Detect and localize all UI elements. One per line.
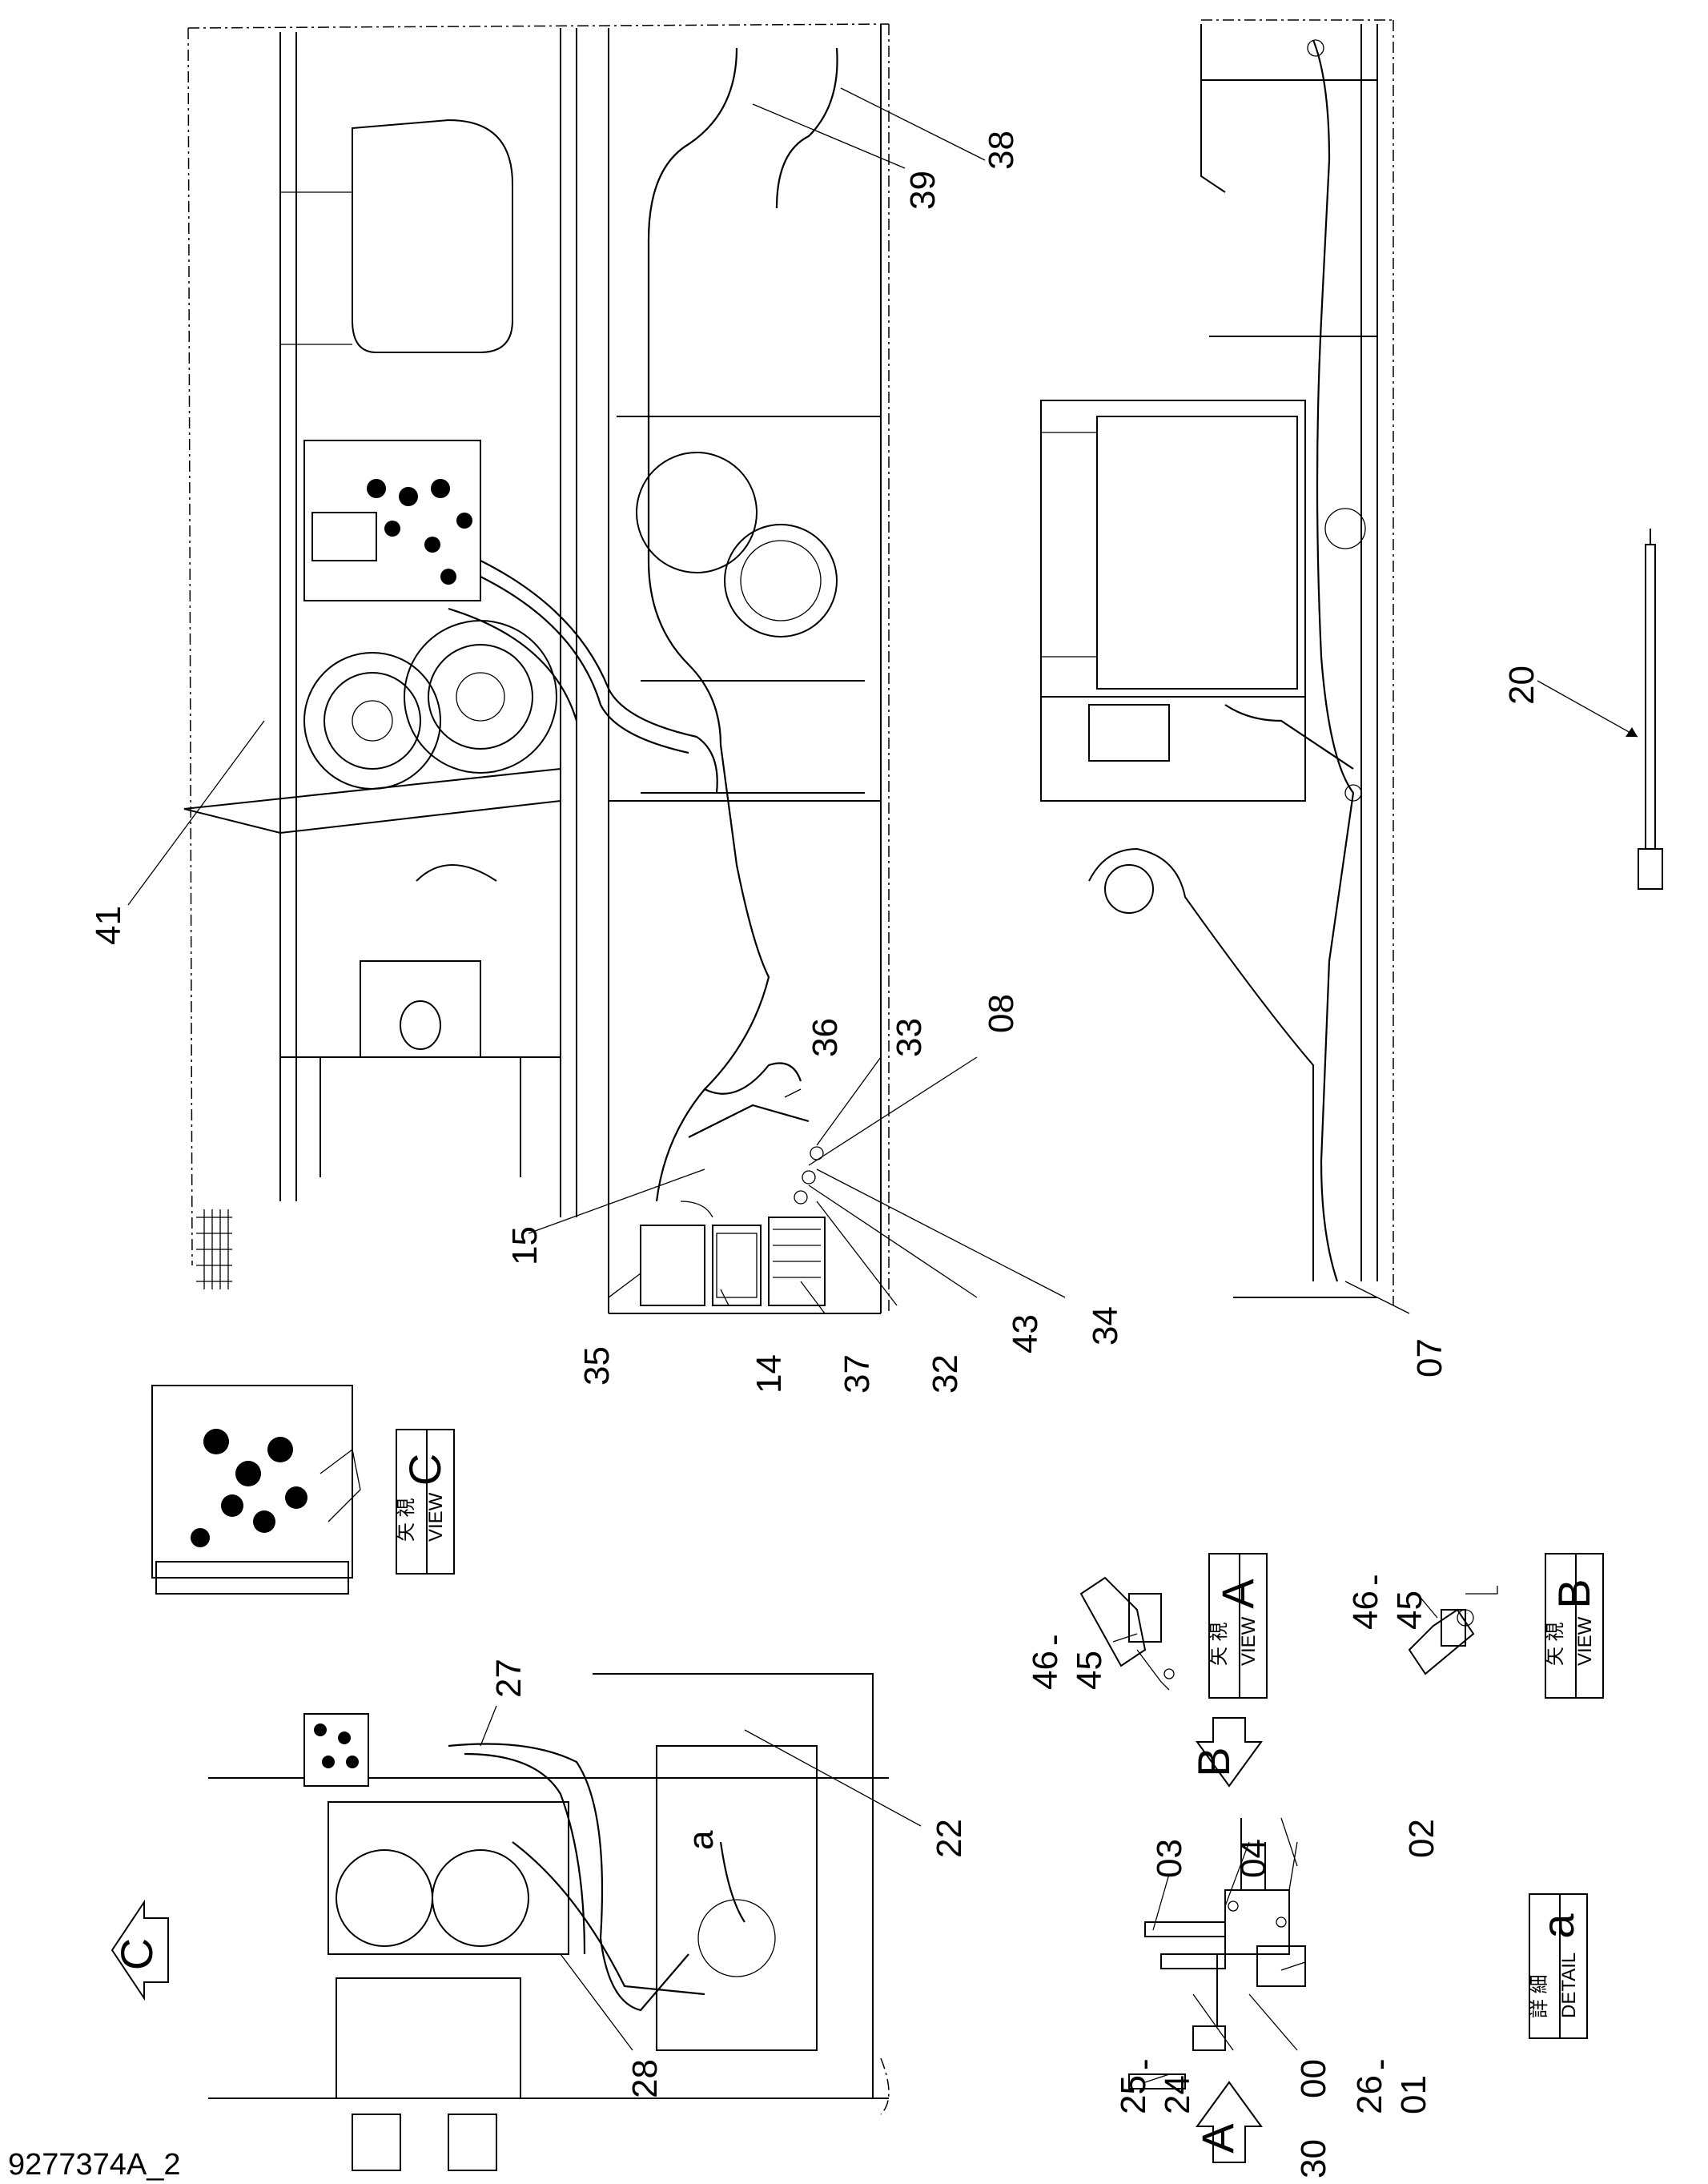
view-a-drawing <box>1079 1576 1175 1691</box>
view-b-callout-46: 46 <box>1346 1591 1385 1630</box>
callout-28: 28 <box>625 2059 665 2098</box>
view-b-en: VIEW <box>1574 1616 1596 1666</box>
view-c-lower-drawing <box>208 1673 890 2171</box>
callout-37: 37 <box>838 1354 877 1394</box>
callout-26-dash: - <box>1360 2058 1400 2070</box>
callout-36: 36 <box>806 1018 845 1057</box>
callout-35: 35 <box>577 1346 617 1386</box>
callout-26: 26 <box>1350 2075 1389 2114</box>
view-b-label-box: 矢 視 VIEW B <box>1545 1553 1604 1699</box>
callout-27: 27 <box>489 1659 528 1698</box>
main-frame-view <box>183 23 890 1314</box>
callout-25-dash: - <box>1124 2058 1163 2070</box>
callout-34: 34 <box>1086 1306 1125 1345</box>
callout-20: 20 <box>1502 666 1541 705</box>
leader-lines <box>127 87 1438 2083</box>
view-a-jp: 矢 視 <box>1208 1622 1230 1666</box>
callout-43: 43 <box>1006 1314 1045 1353</box>
callout-07: 07 <box>1410 1338 1449 1378</box>
callout-01: 01 <box>1394 2075 1433 2114</box>
arrow-b: B <box>1188 1717 1263 1788</box>
callout-38: 38 <box>982 131 1021 170</box>
view-b-callout-45: 45 <box>1390 1591 1429 1630</box>
view-a-callout-45: 45 <box>1070 1651 1109 1690</box>
view-a-callout-46: 46 <box>1026 1651 1065 1690</box>
callout-14: 14 <box>750 1354 789 1394</box>
detail-a-letter: a <box>1533 1913 1583 1939</box>
callout-24: 24 <box>1158 2075 1197 2114</box>
view-b-drawing <box>1408 1586 1498 1675</box>
callout-04: 04 <box>1234 1839 1273 1878</box>
cable-tie-part-20 <box>1537 529 1663 890</box>
detail-a-jp: 詳 細 <box>1529 1974 1550 2018</box>
detail-a-label-box: 詳 細 DETAIL a <box>1529 1893 1588 2039</box>
arrow-b-letter: B <box>1188 1747 1239 1776</box>
callout-08: 08 <box>982 994 1021 1033</box>
detail-marker-a: a <box>681 1830 721 1850</box>
callout-41: 41 <box>89 906 128 945</box>
view-a-label-box: 矢 視 VIEW A <box>1208 1553 1268 1699</box>
callout-30: 30 <box>1294 2139 1333 2178</box>
view-a-letter: A <box>1212 1579 1263 1609</box>
side-elevation-view <box>1040 19 1394 1305</box>
callout-02: 02 <box>1402 1819 1441 1858</box>
callout-15: 15 <box>505 1226 545 1265</box>
callout-33: 33 <box>890 1018 929 1057</box>
view-b-letter: B <box>1549 1579 1599 1608</box>
view-c-letter: C <box>400 1454 450 1486</box>
view-b-callout-dash: - <box>1354 1574 1393 1586</box>
callout-00: 00 <box>1294 2059 1333 2098</box>
callout-labels: 38 39 20 41 36 33 08 15 35 14 37 32 43 3… <box>89 131 1541 2178</box>
view-c-label-box: 矢 視 VIEW C <box>396 1429 455 1575</box>
drawing-id: 9277374A_2 <box>8 2148 181 2182</box>
view-c-jp: 矢 視 <box>396 1498 417 1542</box>
arrow-a: A <box>1192 2081 1263 2163</box>
arrow-c-letter: C <box>111 1938 162 1970</box>
arrow-c: C <box>111 1899 169 2001</box>
callout-22: 22 <box>930 1819 969 1858</box>
arrow-a-letter: A <box>1192 2123 1243 2154</box>
view-c-drawing <box>151 1385 361 1595</box>
callout-39: 39 <box>903 171 942 210</box>
callout-25: 25 <box>1114 2075 1153 2114</box>
detail-a-en: DETAIL <box>1558 1953 1580 2018</box>
callout-32: 32 <box>926 1354 965 1394</box>
view-a-callout-dash: - <box>1034 1634 1073 1646</box>
view-a-en: VIEW <box>1238 1616 1260 1666</box>
view-c-en: VIEW <box>425 1492 447 1542</box>
view-b-jp: 矢 視 <box>1545 1622 1566 1666</box>
callout-03: 03 <box>1150 1839 1189 1878</box>
